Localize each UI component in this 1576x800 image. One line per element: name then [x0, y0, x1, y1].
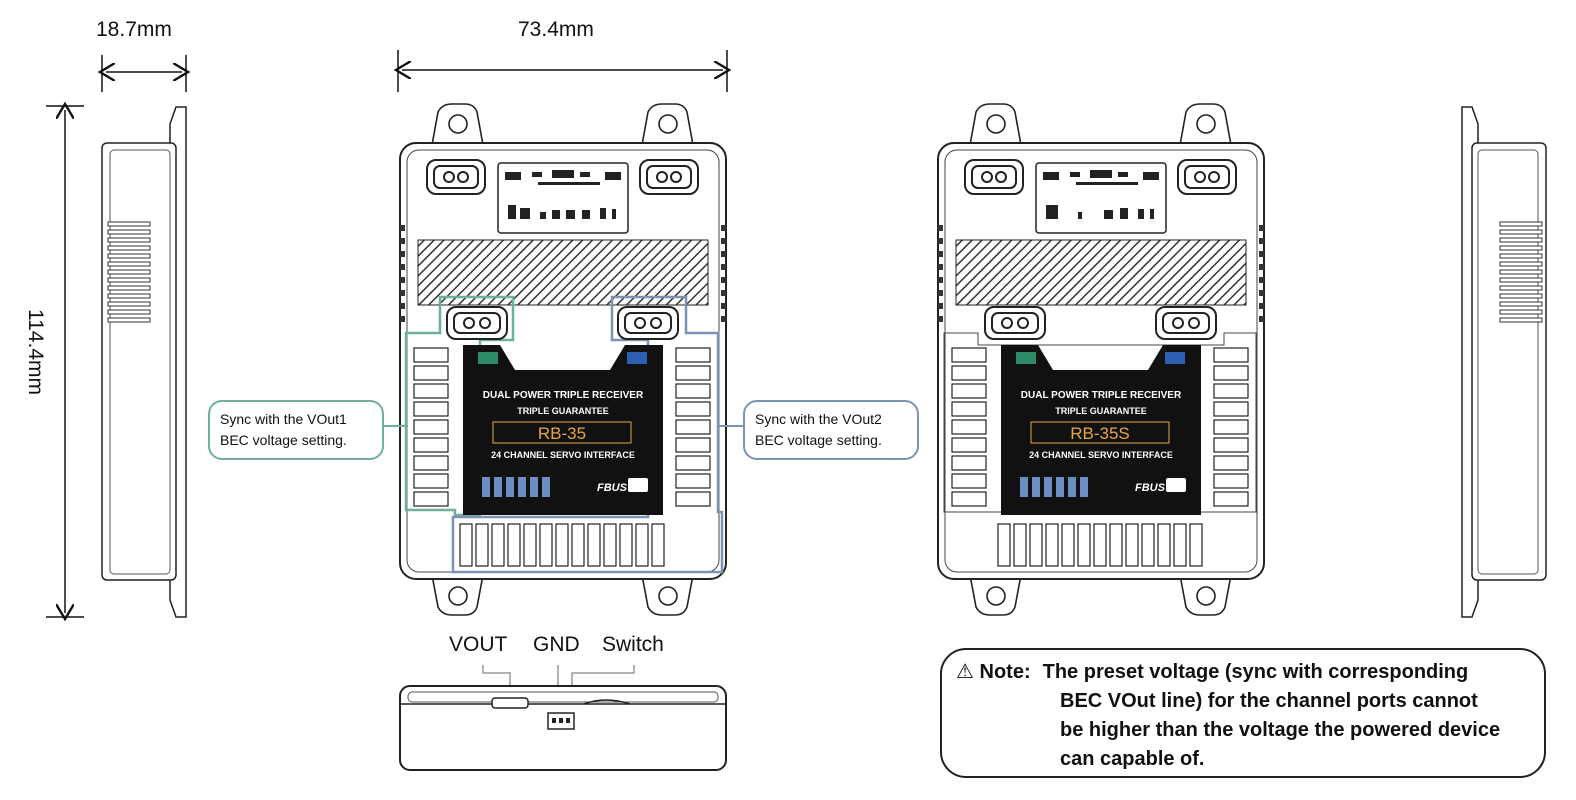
vout1-callout-line2: BEC voltage setting.: [220, 432, 347, 448]
voltage-note: ⚠ Note: The preset voltage (sync with co…: [940, 648, 1546, 778]
note-line-2: BEC VOut line) for the channel ports can…: [1060, 690, 1478, 712]
depth-label: 18.7mm: [96, 18, 172, 41]
receiver-front-view-2: DUAL POWER TRIPLE RECEIVER TRIPLE GUARAN…: [937, 103, 1265, 616]
note-prefix: Note:: [979, 661, 1031, 683]
unit1-label-line1: DUAL POWER TRIPLE RECEIVER: [483, 390, 644, 401]
unit2-brand: FBUS: [1135, 482, 1166, 494]
switch-connector-label: Switch: [602, 633, 664, 656]
side-profile-left: [101, 106, 187, 618]
receiver-bottom-view: [399, 665, 727, 771]
depth-dimension: [102, 55, 186, 92]
vout2-callout-line2: BEC voltage setting.: [755, 432, 882, 448]
height-label: 114.4mm: [23, 309, 47, 395]
unit2-label-line3: 24 CHANNEL SERVO INTERFACE: [1029, 450, 1173, 460]
vout1-callout: Sync with the VOut1 BEC voltage setting.: [208, 400, 384, 460]
vout1-callout-line1: Sync with the VOut1: [220, 411, 347, 427]
vout2-callout: Sync with the VOut2 BEC voltage setting.: [743, 400, 919, 460]
unit2-model-display: RB-35S: [1070, 424, 1130, 443]
note-line-4: can capable of.: [1060, 748, 1205, 770]
receiver-front-view-1: DUAL POWER TRIPLE RECEIVER TRIPLE GUARAN…: [399, 103, 727, 616]
height-dimension: [46, 106, 84, 617]
note-line-3: be higher than the voltage the powered d…: [1060, 719, 1501, 741]
unit1-model-display: RB-35: [538, 424, 586, 443]
side-profile-right: [1461, 106, 1547, 618]
unit2-label-line1: DUAL POWER TRIPLE RECEIVER: [1021, 390, 1182, 401]
width-label: 73.4mm: [518, 18, 594, 41]
unit1-brand: FBUS: [597, 482, 628, 494]
gnd-connector-label: GND: [533, 633, 580, 656]
unit2-label-line2: TRIPLE GUARANTEE: [1055, 406, 1147, 416]
width-dimension: [398, 50, 727, 92]
note-first-line: The preset voltage (sync with correspond…: [1042, 661, 1469, 683]
vout-connector-label: VOUT: [449, 633, 508, 656]
warning-triangle-icon: ⚠: [956, 661, 974, 683]
unit1-label-line3: 24 CHANNEL SERVO INTERFACE: [491, 450, 635, 460]
unit1-label-line2: TRIPLE GUARANTEE: [517, 406, 609, 416]
vout1-highlight-region: [404, 295, 515, 517]
vout2-callout-line1: Sync with the VOut2: [755, 411, 882, 427]
